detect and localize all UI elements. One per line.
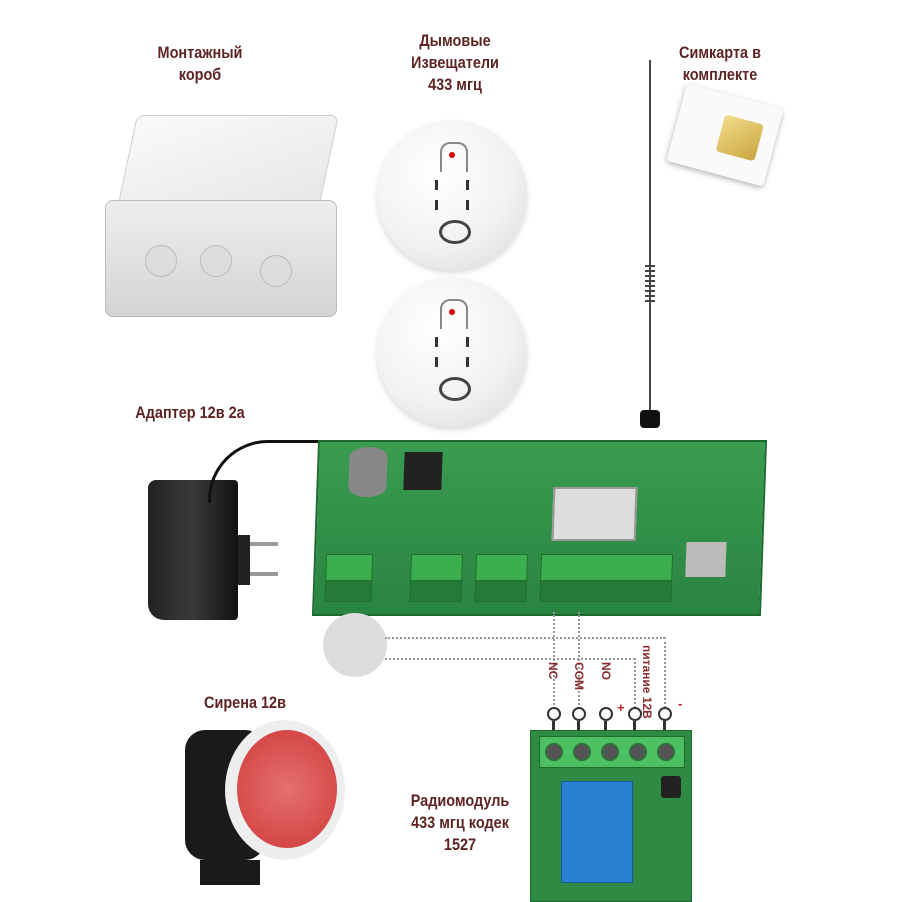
sim-card-image bbox=[666, 83, 784, 187]
label-line: короб bbox=[178, 65, 222, 84]
label-line: Монтажный bbox=[157, 43, 243, 62]
terminal-no bbox=[599, 707, 613, 721]
adapter-label: Адаптер 12в 2а bbox=[135, 403, 245, 422]
label-line: Извещатели bbox=[411, 53, 499, 72]
sim-card-label: Симкарта в комплекте bbox=[665, 42, 776, 86]
terminal-com bbox=[572, 707, 586, 721]
terminal-plus bbox=[628, 707, 642, 721]
wire-label-nc: NC bbox=[546, 662, 560, 680]
wire-label-power: питание 12В bbox=[640, 645, 654, 719]
junction-box-image bbox=[105, 115, 339, 320]
gsm-module bbox=[551, 487, 638, 541]
terminal-minus bbox=[658, 707, 672, 721]
smoke-detectors-label: Дымовые Извещатели 433 мгц bbox=[404, 30, 506, 96]
wire-label-no: NO bbox=[599, 662, 613, 680]
label-line: Симкарта в bbox=[679, 43, 761, 62]
gsm-controller-board bbox=[311, 440, 768, 616]
terminal-nc bbox=[547, 707, 561, 721]
smoke-detector-image bbox=[377, 120, 527, 270]
radio-module-image bbox=[530, 730, 692, 902]
junction-box-label: Монтажный короб bbox=[149, 42, 251, 86]
label-line: Радиомодуль bbox=[410, 791, 510, 810]
label-line: комплекте bbox=[682, 65, 758, 84]
label-line: 433 мгц bbox=[428, 75, 482, 94]
wire-label-plus: + bbox=[617, 700, 625, 715]
antenna-image bbox=[630, 60, 670, 440]
siren-label: Сирена 12в bbox=[204, 693, 286, 712]
label-line: Дымовые bbox=[419, 31, 491, 50]
power-adapter-image bbox=[148, 440, 394, 620]
wire-label-com: COM bbox=[572, 662, 586, 690]
radio-module-label: Радиомодуль 433 мгц кодек 1527 bbox=[396, 790, 524, 856]
wire-label-minus: - bbox=[678, 696, 683, 711]
siren-image bbox=[185, 720, 350, 890]
label-line: 1527 bbox=[443, 835, 477, 854]
label-line: 433 мгц кодек bbox=[411, 813, 509, 832]
relay bbox=[561, 781, 633, 883]
smoke-detector-image bbox=[377, 277, 527, 427]
sensor-circle bbox=[323, 613, 387, 677]
